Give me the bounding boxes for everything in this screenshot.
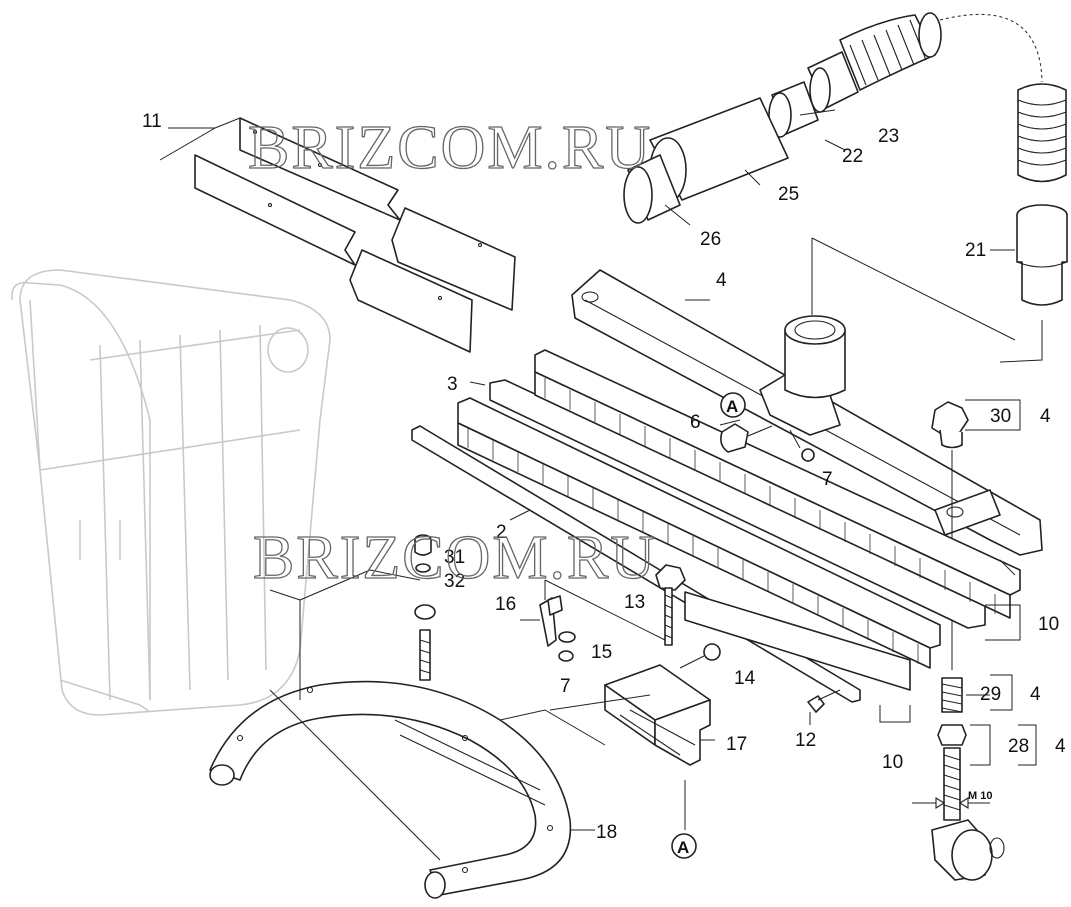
part-4-frame — [571, 237, 1043, 556]
label-26: 26 — [700, 229, 721, 250]
label-4-screw: 4 — [1055, 736, 1066, 757]
part-18-handle — [209, 680, 595, 899]
label-3: 3 — [447, 374, 458, 395]
part-30-28-29-caster — [912, 399, 1037, 881]
marker-a-bottom-label: A — [677, 838, 689, 857]
label-23: 23 — [878, 126, 899, 147]
label-22: 22 — [842, 146, 863, 167]
watermark-middle: BRIZCOM.RU — [253, 524, 657, 592]
label-10-lower: 10 — [882, 752, 903, 773]
label-28: 28 — [1008, 736, 1029, 757]
label-12: 12 — [795, 730, 816, 751]
part-16-bracket — [520, 579, 666, 662]
label-32: 32 — [444, 571, 465, 592]
label-4-spring: 4 — [1030, 684, 1041, 705]
label-10-upper: 10 — [1038, 614, 1059, 635]
label-14: 14 — [734, 668, 756, 689]
label-7-frame: 7 — [822, 469, 833, 490]
hose-assembly — [623, 12, 1067, 224]
label-29: 29 — [980, 684, 1001, 705]
label-2: 2 — [496, 522, 507, 543]
marker-a-bottom: A — [671, 833, 697, 859]
marker-a-top-label: A — [726, 397, 738, 416]
label-4-frame: 4 — [716, 270, 727, 291]
fasteners — [655, 423, 841, 725]
label-30: 30 — [990, 406, 1011, 427]
watermark-top: BRIZCOM.RU — [248, 114, 652, 182]
marker-a-top: A — [720, 392, 746, 418]
dimension-m10: M 10 — [968, 790, 992, 802]
label-21: 21 — [965, 240, 986, 261]
label-16: 16 — [495, 594, 516, 615]
leader-lines — [159, 109, 846, 521]
bristle-lines — [467, 378, 996, 664]
label-18: 18 — [596, 822, 617, 843]
callout-labels: 11 23 22 25 26 21 4 3 6 7 30 4 2 31 32 1… — [142, 111, 1066, 843]
parts-31-32 — [269, 534, 436, 700]
part-17-block — [499, 664, 715, 830]
label-11: 11 — [142, 111, 162, 132]
label-25: 25 — [778, 184, 799, 205]
part-21-adapter — [990, 204, 1068, 363]
vacuum-container-ghost — [11, 269, 331, 716]
brush-strips — [411, 349, 1021, 723]
label-4-knob: 4 — [1040, 406, 1051, 427]
part-11-strips — [194, 117, 516, 353]
label-15: 15 — [591, 642, 612, 663]
label-6: 6 — [690, 412, 701, 433]
label-31: 31 — [444, 547, 465, 568]
label-7-bracket: 7 — [560, 676, 571, 697]
label-17: 17 — [726, 734, 747, 755]
label-13: 13 — [624, 592, 645, 613]
